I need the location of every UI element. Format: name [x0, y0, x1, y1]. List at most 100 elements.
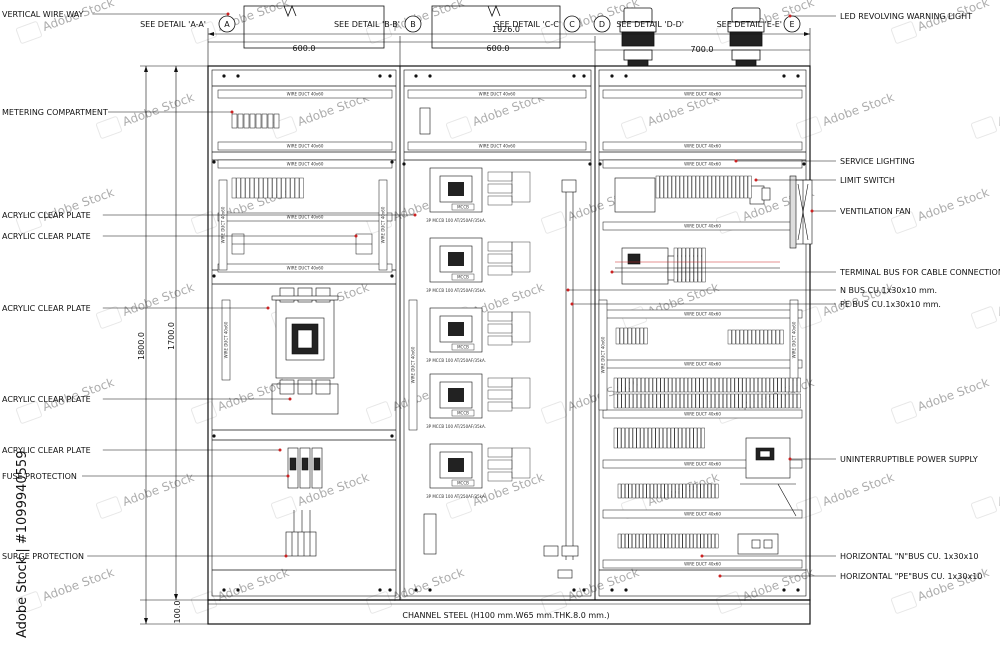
terminal-block — [707, 483, 712, 499]
metering-device — [249, 113, 256, 129]
wire-duct-body — [602, 159, 803, 169]
wire-duct: WIRE DUCT 40x60 — [217, 159, 393, 169]
terminal-block — [677, 247, 682, 283]
terminal-block — [779, 329, 784, 345]
relay-module — [645, 377, 649, 393]
relay-module — [640, 427, 644, 449]
terminal-block — [727, 329, 732, 345]
relay-module — [723, 377, 727, 393]
branch-cable-lug — [487, 401, 513, 412]
watermark-logo-box — [540, 401, 567, 424]
terminal-block — [711, 483, 715, 499]
watermark-logo-text: Adobe Stock — [996, 90, 1000, 129]
detail-d-bubble — [593, 15, 611, 33]
relay-module — [680, 377, 684, 393]
relay-module — [723, 393, 727, 409]
terminal-block — [682, 483, 686, 499]
terminal-block — [739, 329, 744, 345]
terminal-block — [700, 483, 704, 499]
branch-mccb-rating: 3P MCCB 100 AT/250AF/35kA. — [426, 218, 486, 223]
relay-module — [651, 427, 656, 449]
detail-d-label: SEE DETAIL 'D-D' — [616, 20, 684, 29]
relay-module — [621, 377, 626, 393]
terminal-block — [679, 533, 683, 549]
wire-duct: WIRE DUCT 40x60 — [602, 141, 803, 151]
terminal-block — [635, 327, 640, 345]
wire-duct: WIRE DUCT 40x60 — [602, 409, 803, 419]
relay-module — [746, 393, 751, 409]
branch-terminal — [511, 241, 531, 273]
right-leader-dot — [734, 159, 738, 163]
branch-cable-lug — [487, 377, 513, 388]
branch-mccb-tag-box — [451, 409, 475, 417]
mounting-hole — [624, 588, 628, 592]
wire-duct: WIRE DUCT 40x60 — [789, 299, 799, 381]
mounting-hole — [572, 588, 576, 592]
relay-module — [664, 393, 669, 409]
relay-module — [689, 427, 694, 449]
watermark-logo-text: Adobe Stock — [216, 565, 291, 604]
relay-module — [777, 377, 782, 393]
section-a-width: 600.0 — [293, 44, 316, 53]
branch-terminal — [511, 377, 531, 409]
branch-cable-lug — [487, 265, 513, 276]
relay-module — [695, 377, 700, 393]
branch-mccb-handle — [448, 182, 464, 196]
metering-device — [267, 113, 274, 129]
terminal-block — [663, 175, 668, 199]
wire-duct-label: WIRE DUCT 40x60 — [684, 462, 721, 467]
branch-mccb-face — [439, 175, 473, 203]
wire-duct-body — [407, 89, 587, 99]
relay-module — [781, 393, 786, 409]
right-leader-dot — [754, 178, 758, 182]
relay-module — [797, 393, 801, 409]
terminal-block — [701, 247, 706, 283]
terminal-block — [697, 533, 701, 549]
relay-module — [793, 393, 797, 409]
fuse-link — [289, 457, 297, 471]
wire-duct-label: WIRE DUCT 40x60 — [684, 92, 721, 97]
metering-device — [255, 113, 262, 129]
relay-module — [789, 393, 793, 409]
wire-duct-body — [217, 212, 393, 222]
right-callout-label: N BUS CU.1x30x10 mm. — [840, 286, 937, 295]
branch-mccb-tag: MCCB — [457, 411, 469, 416]
wire-duct-body — [217, 263, 393, 273]
right-callout-label: SERVICE LIGHTING — [840, 157, 915, 166]
surge-protector — [285, 531, 317, 557]
terminal-block — [671, 533, 676, 549]
relay-module — [613, 393, 618, 409]
terminal-block — [771, 329, 776, 345]
right-callout-label: TERMINAL BUS FOR CABLE CONNECTION — [839, 268, 1000, 277]
top-housings — [243, 4, 561, 49]
terminal-block — [695, 175, 700, 199]
watermark-logo-text: Adobe Stock — [821, 90, 896, 129]
relay-module — [636, 427, 641, 449]
wire-duct-label: WIRE DUCT 40x60 — [684, 512, 721, 517]
relay-module — [625, 427, 629, 449]
mounting-hole — [390, 434, 394, 438]
terminal-block — [653, 533, 658, 549]
terminal-block — [249, 177, 255, 199]
branch-mccb-tag: MCCB — [457, 481, 469, 486]
relay-module — [676, 393, 680, 409]
terminal-block — [628, 483, 632, 499]
wire-duct: WIRE DUCT 40x60 — [217, 263, 393, 273]
relay-module — [765, 393, 770, 409]
dimension-ticks — [144, 32, 810, 624]
wire-duct-label: WIRE DUCT 40x60 — [601, 336, 606, 373]
branch-mccb-tag-box — [451, 203, 475, 211]
right-callout-label: HORIZONTAL "N"BUS CU. 1x30x10 — [840, 552, 978, 561]
left-leader-dot — [230, 110, 234, 114]
wire-duct-body — [217, 141, 393, 151]
relay-module — [645, 393, 649, 409]
mounting-hole — [390, 160, 394, 164]
terminal-block — [755, 329, 760, 345]
terminal-block — [621, 533, 625, 549]
watermark-logo-box — [15, 591, 42, 614]
watermark-logo-box — [715, 591, 742, 614]
relay-module — [715, 377, 719, 393]
branch-mccb-tag: MCCB — [457, 275, 469, 280]
